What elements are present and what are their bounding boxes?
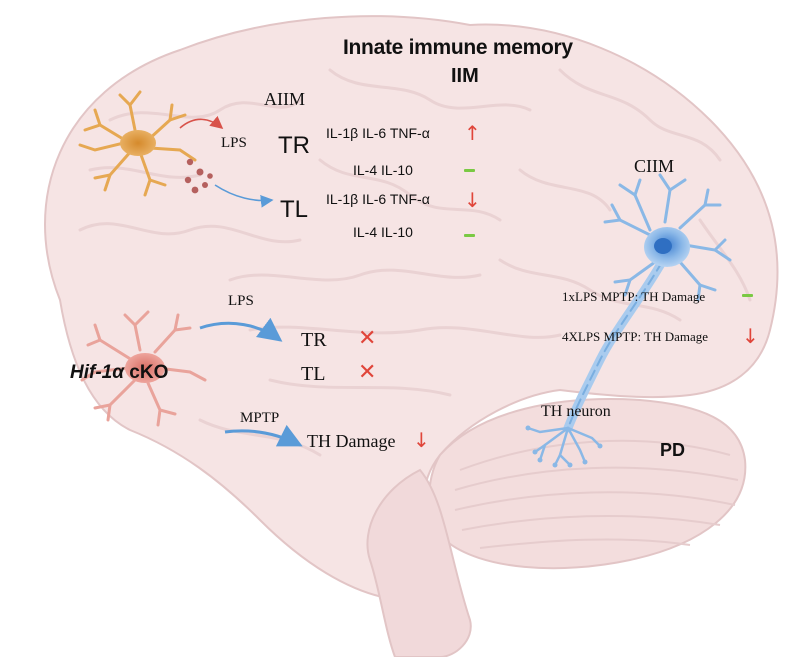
th-neuron-terminals — [526, 426, 602, 467]
microglia-ko-soma — [125, 353, 165, 383]
aiim-tl-label: TL — [280, 196, 309, 223]
ko-gene-name: Hif-1α — [70, 362, 125, 383]
ciim-4xlps-text: 4XLPS MPTP: TH Damage — [562, 329, 709, 344]
ko-tl-x-mark: ✕ — [358, 360, 377, 385]
ciim-1xlps-dash — [742, 294, 753, 297]
microglia-normal-soma — [120, 130, 156, 156]
th-neuron-label: TH neuron — [541, 403, 611, 420]
pd-label: PD — [660, 440, 686, 460]
ko-mptp-arrow — [224, 424, 303, 447]
ko-tr-x-mark: ✕ — [358, 326, 377, 351]
aiim-label: AIIM — [264, 89, 305, 109]
ko-lps-arrow — [199, 317, 283, 342]
th-neuron — [603, 173, 732, 302]
tl-down-arrow: ↓ — [464, 188, 481, 212]
tl-cytokines-stable: IL-4 IL-10 — [353, 224, 413, 240]
ko-th-damage-label: TH Damage — [307, 431, 396, 451]
ko-mptp-label: MPTP — [240, 410, 280, 426]
aiim-tr-label: TR — [278, 132, 310, 159]
tl-blue-arrow — [214, 184, 274, 208]
tl-stable-dash — [464, 234, 475, 237]
cerebellum-folds — [454, 439, 739, 549]
lps-red-arrow — [179, 115, 224, 130]
tr-cytokines-up: IL-1β IL-6 TNF-α — [326, 125, 430, 141]
brain-folds — [78, 68, 752, 457]
ko-tl-label: TL — [301, 363, 326, 385]
ciim-label: CIIM — [634, 156, 674, 176]
ko-tr-label: TR — [301, 329, 327, 351]
tr-stable-dash — [464, 169, 475, 172]
microglia-ko — [80, 310, 207, 427]
ko-lps-label: LPS — [228, 293, 254, 309]
tr-up-arrow: ↑ — [464, 121, 481, 145]
microglia-normal — [78, 90, 197, 197]
lps-particles — [184, 158, 213, 194]
diagram-title: Innate immune memory — [343, 36, 573, 59]
ciim-4xlps-down-arrow: ↓ — [742, 324, 759, 348]
iim-label: IIM — [451, 65, 479, 87]
ko-suffix: cKO — [129, 362, 169, 383]
ko-label: Hif-1α cKO — [70, 363, 168, 382]
ciim-1xlps-text: 1xLPS MPTP: TH Damage — [562, 289, 706, 304]
ko-th-damage-down-arrow: ↓ — [413, 428, 430, 452]
aiim-lps-label: LPS — [221, 135, 247, 151]
tr-cytokines-stable: IL-4 IL-10 — [353, 162, 413, 178]
cerebrum-shape — [44, 15, 779, 602]
tl-cytokines-down: IL-1β IL-6 TNF-α — [326, 191, 430, 207]
